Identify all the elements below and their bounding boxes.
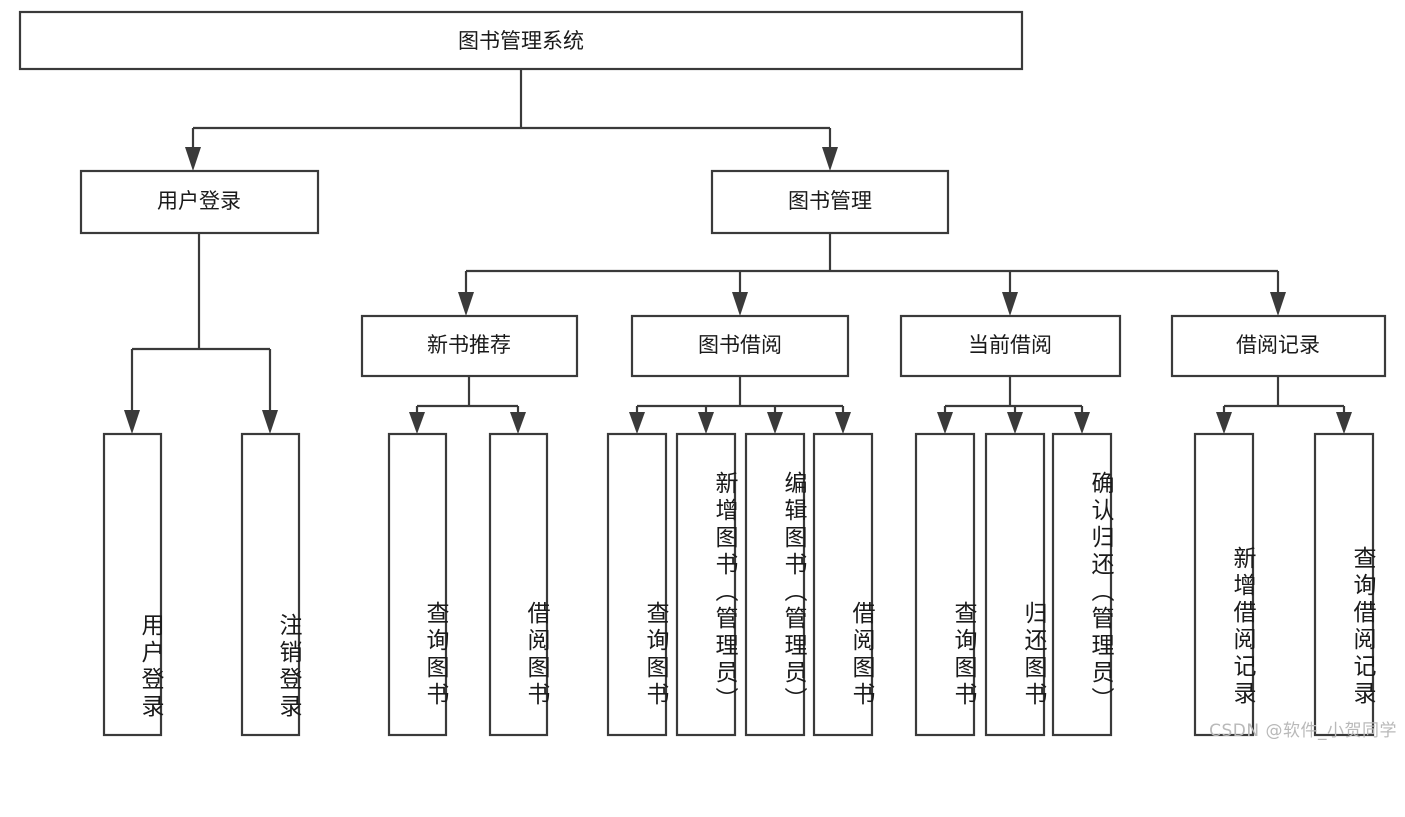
node-label-book-management: 图书管理 [788,189,872,213]
node-current-borrow[interactable]: 当前借阅 [899,314,1122,378]
arrow-head-icon [1216,412,1232,434]
node-label-root: 图书管理系统 [458,29,584,53]
connector-root-to-level2 [185,69,838,171]
arrow-head-icon [732,292,748,316]
node-root-system[interactable]: 图书管理系统 [18,10,1024,71]
node-book-borrow[interactable]: 图书借阅 [630,314,850,378]
arrow-head-icon [409,412,425,434]
arrow-head-icon [458,292,474,316]
node-label-current-borrow: 当前借阅 [968,333,1052,357]
node-book-management[interactable]: 图书管理 [710,169,950,235]
node-label-user-login: 用户登录 [157,189,241,213]
arrow-head-icon [767,412,783,434]
leaf-box-borrowrecord-1[interactable] [1193,432,1255,737]
arrow-head-icon [262,410,278,434]
node-new-book-recommend[interactable]: 新书推荐 [360,314,579,378]
leaf-box-currentborrow-3[interactable] [1051,432,1113,737]
arrow-head-icon [698,412,714,434]
connector-bookmgmt-to-level3 [458,233,1286,316]
connector-userlogin-to-leaves [124,233,278,434]
arrow-head-icon [835,412,851,434]
node-borrow-record[interactable]: 借阅记录 [1170,314,1387,378]
leaf-box-currentborrow-2[interactable] [984,432,1046,737]
leaf-box-newbook-2[interactable] [488,432,549,737]
node-label-book-borrow: 图书借阅 [698,333,782,357]
node-label-borrow-record: 借阅记录 [1236,333,1320,357]
connector-bookborrow-to-leaves [629,376,851,434]
csdn-watermark: CSDN @软件_小贺同学 [1209,721,1397,741]
leaf-box-user-login-2[interactable] [240,432,301,737]
leaf-box-user-login-1[interactable] [102,432,163,737]
leaf-box-borrowrecord-2[interactable] [1313,432,1375,737]
arrow-head-icon [124,410,140,434]
leaf-box-bookborrow-1[interactable] [606,432,668,737]
leaf-box-newbook-1[interactable] [387,432,448,737]
arrow-head-icon [185,147,201,171]
diagram-canvas: 图书管理系统 用户登录 图书管理 新书推荐 图书借阅 当前借阅 借阅记录 [18,10,1387,737]
node-user-login[interactable]: 用户登录 [79,169,320,235]
leaf-box-currentborrow-1[interactable] [914,432,976,737]
arrow-head-icon [1336,412,1352,434]
connector-newbook-to-leaves [409,376,526,434]
arrow-head-icon [510,412,526,434]
arrow-head-icon [1007,412,1023,434]
leaf-box-bookborrow-3[interactable] [744,432,806,737]
connector-borrowrecord-to-leaves [1216,376,1352,434]
leaf-box-bookborrow-4[interactable] [812,432,874,737]
leaf-box-bookborrow-2[interactable] [675,432,737,737]
node-label-new-book-recommend: 新书推荐 [427,333,511,357]
arrow-head-icon [822,147,838,171]
arrow-head-icon [1002,292,1018,316]
arrow-head-icon [629,412,645,434]
arrow-head-icon [1270,292,1286,316]
flowchart-diagram: 图书管理系统 用户登录 图书管理 新书推荐 图书借阅 当前借阅 借阅记录 [18,10,1397,741]
arrow-head-icon [937,412,953,434]
connector-currentborrow-to-leaves [937,376,1090,434]
arrow-head-icon [1074,412,1090,434]
